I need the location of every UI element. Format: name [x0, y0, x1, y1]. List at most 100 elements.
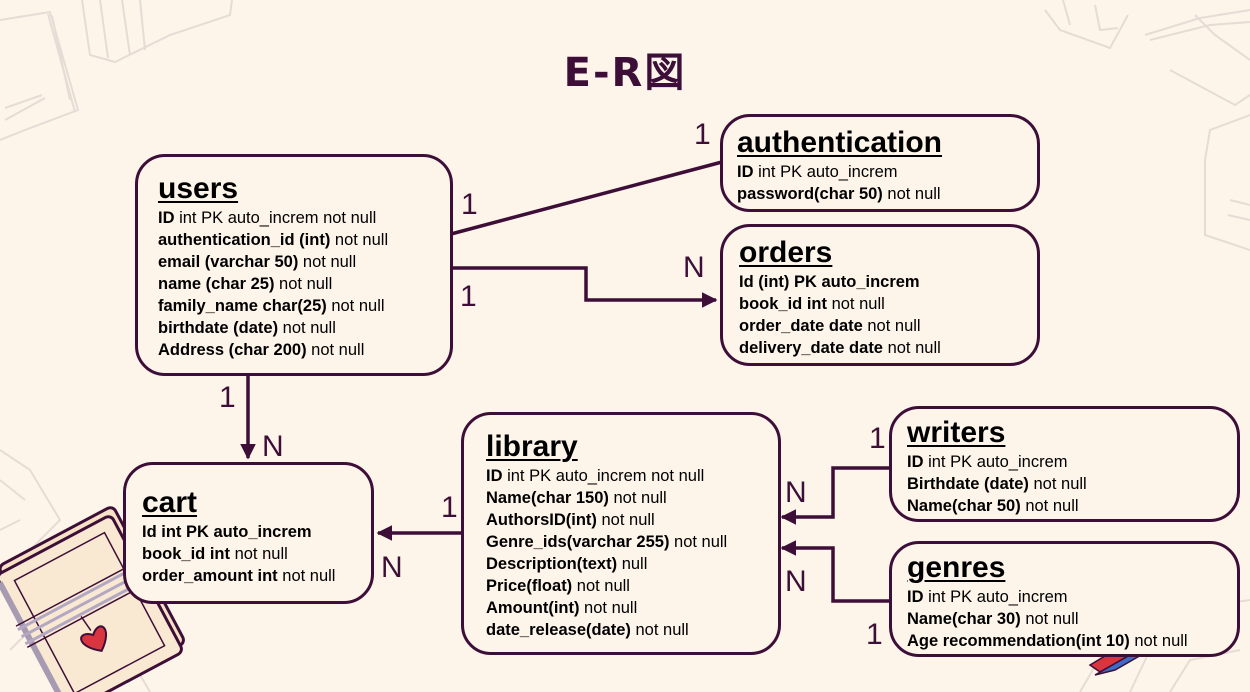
- attribute-spec: not null: [862, 317, 921, 335]
- attribute-row: authentication_id (int) not null: [158, 229, 450, 251]
- attribute-row: name (char 25) not null: [158, 273, 450, 295]
- book-sketch-icon: [1144, 9, 1250, 107]
- attribute-name: Amount(int): [486, 599, 580, 617]
- attribute-spec: null: [617, 555, 648, 573]
- attribute-row: Name(char 30) not null: [907, 608, 1237, 630]
- attribute-row: order_date date not null: [739, 315, 1037, 337]
- attribute-row: Price(float) not null: [486, 575, 778, 597]
- attribute-spec: not null: [326, 297, 385, 315]
- entity-name: authentication: [737, 126, 943, 159]
- attribute-name: email (varchar 50): [158, 253, 299, 271]
- attribute-spec: not null: [230, 545, 288, 563]
- attribute-spec: not null: [608, 489, 667, 507]
- attribute-spec: int PK auto_increm: [753, 163, 898, 181]
- entity-name: users: [158, 172, 239, 205]
- attribute-row: birthdate (date) not null: [158, 317, 450, 339]
- entity-name: genres: [907, 551, 1006, 584]
- attribute-spec: not null: [596, 511, 655, 529]
- attribute-row: family_name char(25) not null: [158, 295, 450, 317]
- attribute-spec: int PK auto_increm not null: [502, 467, 705, 485]
- attribute-row: ID int PK auto_increm not null: [486, 465, 778, 487]
- entity-name: cart: [142, 486, 198, 519]
- line-writers-library: [780, 466, 890, 525]
- cardinality-label: 1: [694, 118, 711, 151]
- book-sketch-icon: [81, 0, 233, 64]
- attribute-name: Name(char 150): [486, 489, 609, 507]
- attribute-name: password(char 50): [737, 185, 883, 203]
- attribute-row: order_amount int not null: [142, 565, 371, 587]
- attribute-spec: not null: [882, 185, 941, 203]
- cardinality-label: N: [785, 565, 807, 598]
- attribute-name: Address (char 200): [158, 341, 307, 359]
- attribute-spec: not null: [1129, 632, 1188, 650]
- line-users-orders: [451, 266, 718, 308]
- attribute-name: AuthorsID(int): [486, 511, 597, 529]
- attribute-spec: not null: [827, 295, 885, 313]
- attribute-row: password(char 50) not null: [737, 183, 1037, 205]
- attribute-row: book_id int not null: [142, 543, 371, 565]
- attribute-name: ID: [158, 209, 175, 227]
- attribute-row: Age recommendation(int 10) not null: [907, 630, 1237, 652]
- book-sketch-icon: [0, 10, 80, 141]
- attribute-row: Birthdate (date) not null: [907, 473, 1237, 495]
- attribute-name: Name(char 30): [907, 610, 1021, 628]
- attribute-spec: not null: [278, 319, 336, 337]
- attribute-row: Name(char 50) not null: [907, 495, 1237, 517]
- attribute-row: Address (char 200) not null: [158, 339, 450, 361]
- attribute-name: ID: [907, 453, 924, 471]
- cardinality-label: 1: [219, 381, 236, 414]
- attribute-name: ID: [486, 467, 503, 485]
- attribute-name: delivery_date date: [739, 339, 883, 357]
- attribute-row: ID int PK auto_increm: [907, 586, 1237, 608]
- entity-name: writers: [907, 416, 1006, 449]
- line-users-authentication: [450, 160, 723, 236]
- diagram-title: E-R図: [563, 50, 687, 96]
- attribute-name: family_name char(25): [158, 297, 327, 315]
- attribute-spec: int PK auto_increm not null: [174, 209, 377, 227]
- attribute-row: ID int PK auto_increm: [737, 161, 1037, 183]
- cardinality-label: 1: [460, 280, 477, 313]
- attribute-row: ID int PK auto_increm not null: [158, 207, 450, 229]
- attribute-name: birthdate (date): [158, 319, 279, 337]
- attribute-name: authentication_id (int): [158, 231, 331, 249]
- attribute-spec: not null: [1020, 497, 1079, 515]
- attribute-spec: not null: [883, 339, 941, 357]
- attribute-list: Id (int) PK auto_increm book_id int not n…: [739, 271, 1037, 359]
- attribute-name: ID: [907, 588, 924, 606]
- cardinality-label: 1: [441, 491, 458, 524]
- attribute-row: Description(text) null: [486, 553, 778, 575]
- attribute-name: ID: [737, 163, 754, 181]
- attribute-name: Birthdate (date): [907, 475, 1029, 493]
- attribute-row: date_release(date) not null: [486, 619, 778, 641]
- book-sketch-icon: [1204, 114, 1250, 251]
- line-genres-library: [780, 540, 890, 603]
- attribute-spec: not null: [1028, 475, 1087, 493]
- entity-name: orders: [739, 236, 833, 269]
- attribute-row: Amount(int) not null: [486, 597, 778, 619]
- attribute-row: Id (int) PK auto_increm: [739, 271, 1037, 293]
- cardinality-label: N: [785, 476, 807, 509]
- entity-orders[interactable]: orders Id (int) PK auto_increm book_id in…: [720, 224, 1040, 366]
- attribute-name: book_id int: [739, 295, 827, 313]
- attribute-spec: not null: [1020, 610, 1079, 628]
- attribute-spec: not null: [630, 621, 689, 639]
- attribute-row: delivery_date date not null: [739, 337, 1037, 359]
- attribute-name: book_id int: [142, 545, 230, 563]
- attribute-row: Name(char 150) not null: [486, 487, 778, 509]
- attribute-spec: not null: [277, 567, 336, 585]
- attribute-name: order_date date: [739, 317, 863, 335]
- attribute-name: Description(text): [486, 555, 618, 573]
- attribute-spec: not null: [572, 577, 630, 595]
